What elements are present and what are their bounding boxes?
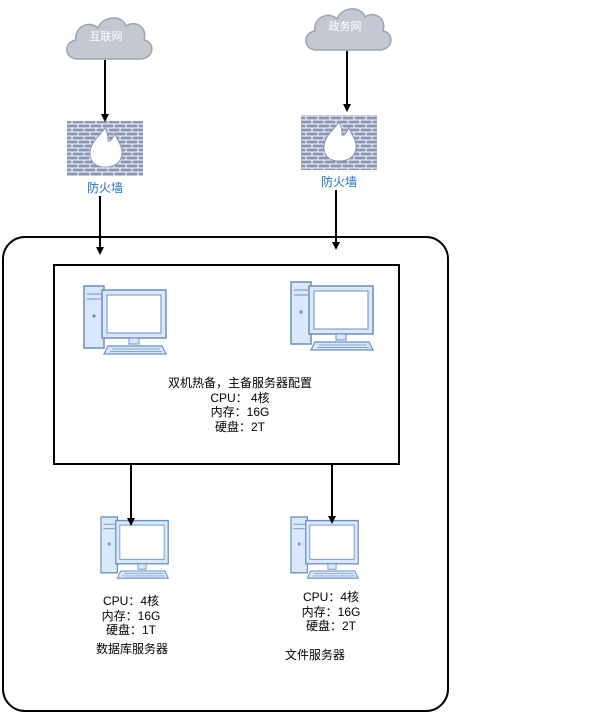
file-server-cpu: CPU：4核 [302, 590, 359, 604]
file-server-name: 文件服务器 [284, 648, 345, 662]
db-server-spec: CPU：4核 内存：16G 硬盘：1T [91, 594, 171, 638]
db-server-memory: 内存：16G [101, 608, 161, 623]
file-server-disk: 硬盘：2T [305, 619, 356, 633]
ha-cluster-memory: 内存：16G [210, 405, 270, 419]
ha-cluster-cpu: CPU： 4核 [210, 390, 270, 405]
ha-cluster-disk: 硬盘：2T [214, 419, 265, 434]
firewall-label-right: 防火墙 [320, 175, 357, 189]
db-server-disk: 硬盘：1T [105, 623, 156, 637]
firewall-label-left: 防火墙 [86, 181, 123, 195]
db-server-name: 数据库服务器 [95, 642, 168, 656]
firewall-icon-right [301, 115, 377, 170]
cloud-icon-internet [66, 17, 153, 60]
file-server-spec: CPU：4核 内存：16G 硬盘：2T [291, 590, 371, 634]
file-server-memory: 内存：16G [301, 604, 361, 619]
cloud-icon-gov [305, 8, 392, 51]
desktop-computer-icon-db [100, 516, 169, 579]
db-server-cpu: CPU：4核 [102, 594, 159, 608]
firewall-icon-left [67, 121, 143, 176]
desktop-computer-icon-file [290, 516, 359, 579]
ha-cluster-title: 双机热备，主备服务器配置 [167, 376, 312, 390]
ha-cluster-spec: 双机热备，主备服务器配置 CPU： 4核 内存：16G 硬盘：2T [140, 376, 340, 434]
cloud-label-internet: 互联网 [89, 31, 123, 43]
server-zone-container [2, 236, 449, 712]
cloud-label-gov: 政务网 [328, 21, 362, 33]
